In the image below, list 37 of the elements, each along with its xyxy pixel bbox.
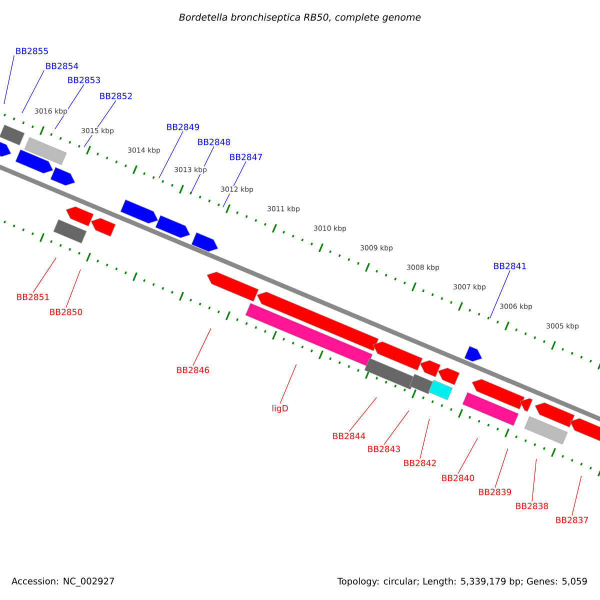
leader-line: [192, 328, 212, 366]
leader-line: [32, 258, 56, 293]
gene-label: BB2849: [167, 124, 200, 130]
gene-label: BB2844: [333, 432, 366, 440]
leader-line: [384, 410, 410, 445]
gene-label: BB2842: [404, 460, 436, 466]
gene-label: BB2853: [68, 76, 100, 84]
gene-label: BB2851: [17, 294, 49, 300]
leader-line: [490, 270, 510, 318]
gene-label: BB2850: [50, 308, 82, 316]
leader-line: [158, 131, 184, 178]
leader-line: [22, 70, 44, 114]
footer-text: Topology: circular; Length: 5,339,179 bp; Genes: 5,059: [337, 578, 587, 586]
gene-label: BB2843: [368, 446, 400, 452]
leader-line: [494, 448, 508, 488]
gene-label: BB2840: [442, 474, 474, 482]
leader-line: [532, 458, 537, 502]
gene-label: BB2837: [556, 516, 588, 524]
gene-label: BB2848: [198, 138, 230, 146]
leader-line: [66, 269, 81, 308]
title: Bordetella bronchiseptica RB50, complete genome: [179, 13, 421, 23]
footer-text: Accession: NC_002927: [12, 578, 114, 586]
leader-line: [420, 418, 430, 459]
leader-line: [572, 476, 582, 516]
leader-line: [280, 364, 297, 404]
gene-label: BB2855: [16, 48, 48, 54]
gene-label: BB2839: [479, 488, 512, 496]
gene-label: BB2854: [46, 62, 78, 70]
leader-line: [4, 55, 14, 104]
gene-label: BB2838: [516, 502, 548, 510]
gene-label: BB2846: [177, 366, 210, 374]
leader-line: [348, 397, 377, 432]
gene-label: ligD: [272, 404, 288, 414]
gene-label: BB2852: [100, 92, 132, 100]
gene-label: BB2847: [230, 154, 262, 160]
leader-line: [458, 438, 478, 474]
gene-label: BB2841: [494, 262, 526, 270]
